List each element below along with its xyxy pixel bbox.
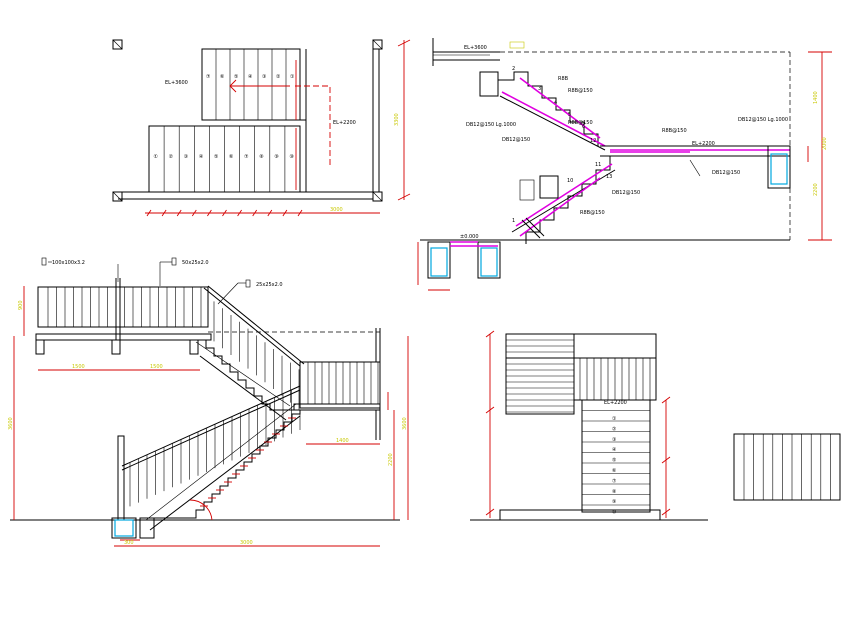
rebar-label: DB12@150 Lg.1000 [466,122,516,128]
rebar-label: DB12@150 [712,170,740,176]
end-step-number: ③ [612,437,616,443]
end-step-number: ⑥ [612,468,617,474]
dim-tick [661,396,671,404]
svg-text:1400: 1400 [813,91,819,104]
upper-step-number: ① [290,74,295,80]
upper-flight [201,48,301,121]
lower-step-number: ⑦ [244,154,249,160]
section-el-base: ±0.000 [460,234,479,240]
dim-tick [485,406,495,414]
dim-bottom: 3000 [240,540,253,546]
stair-section: EL+3600 EL+2200 ±0.000 [417,38,832,291]
bar-mark: 11 [595,162,601,168]
upper-step-number: ② [276,74,281,80]
svg-text:3600: 3600 [8,417,14,430]
end-step-number: ⑧ [612,489,617,495]
bar-mark: 6 [582,124,585,130]
plan-dim-total: 3000 [330,207,343,213]
upper-step-number: ⑥ [220,74,225,80]
upper-step-number: ③ [262,74,266,80]
bar-mark: 13 [606,174,612,180]
end-step-number: ④ [612,447,617,453]
end-step-number: ⑦ [612,478,617,484]
dim-tick [146,209,152,217]
svg-text:3300: 3300 [394,113,400,126]
end-step-number: ② [612,426,617,432]
end-step-number: ① [612,416,617,422]
dim-left: 1500 [72,364,85,370]
end-step-number: ⑨ [612,499,616,505]
rebar-label: R8B@150 [568,88,593,94]
dim-tick [237,209,242,217]
lower-step-number: ② [169,154,174,160]
dim-tick [191,209,197,217]
lower-step-number: ④ [199,154,204,160]
dim-tick [207,209,212,217]
callout-rail: 50x25x2.0 [182,260,209,266]
stair-elevation: 100x100x3.2 50x25x2.0 25x25x2.0 [8,257,409,547]
svg-text:2200: 2200 [813,183,819,196]
callout-baluster: 25x25x2.0 [256,282,283,288]
section-el-landing: EL+2200 [692,141,715,147]
callout-post: 100x100x3.2 [52,260,85,266]
end-step-number: ⑩ [612,510,617,516]
bar-mark: 4 [554,100,557,106]
lower-step-number: ① [154,154,159,160]
bar-mark: 2 [512,66,515,72]
rebar-label: R8B@150 [662,128,687,134]
bar-mark: 5 [568,112,571,118]
dim-tick [661,456,671,464]
end-el-landing: EL+2200 [604,400,627,406]
svg-text:300: 300 [124,540,134,546]
lower-step-number: ③ [184,154,188,160]
dim-tick [267,209,273,217]
dim-tick [222,209,227,217]
end-step-number: ⑤ [612,458,616,464]
lower-step-number: ⑨ [274,154,278,160]
stair-plan: EL+3600 EL+2200 3000 3300 ⑦ ⑥ ⑤ ④ ③ ② ① ① ② ③ ④ ⑤ ⑥ ⑦… [112,39,411,217]
upper-step-number: ⑦ [206,74,211,80]
rebar-label: R8B@150 [580,210,605,216]
svg-text:900: 900 [18,300,24,310]
dim-right: 1500 [150,364,163,370]
dim-tick [297,209,303,217]
dim-tick [485,330,495,338]
lower-step-number: ⑧ [259,154,264,160]
section-el-top: EL+3600 [464,45,487,51]
rebar-label: R8B@150 [568,120,593,126]
dim-tick [252,209,258,217]
dim-tick [161,209,167,217]
rebar-label: DB12@150 [612,190,640,196]
dim-tick [661,508,671,516]
dim-tick [176,209,182,217]
upper-step-number: ⑤ [234,74,238,80]
bar-mark: 1 [512,218,515,224]
lower-step-number: ⑥ [229,154,234,160]
svg-text:2200: 2200 [388,453,394,466]
column-marker [112,39,123,50]
plan-elevation-mid: EL+2200 [333,120,356,126]
bar-mark: 3 [538,86,541,92]
svg-text:2000: 2000 [822,137,828,150]
svg-text:3600: 3600 [402,417,408,430]
rebar-label: R8B [558,76,569,82]
dim-tick [485,508,495,516]
plan-elevation-upper: EL+3600 [165,80,188,86]
rebar-label: DB12@150 Lg.1000 [738,117,788,123]
lower-step-number: ⑩ [289,154,294,160]
rebar-label: DB12@150 [502,137,530,143]
dim-landing: 1400 [336,438,349,444]
lower-step-number: ⑤ [214,154,218,160]
bar-mark: 10 [567,178,573,184]
upper-step-number: ④ [248,74,253,80]
stair-end-view: EL+2200 ① ② ③ ④ ⑤ ⑥ ⑦ ⑧ ⑨ ⑩ [470,330,841,521]
dim-tick [282,209,288,217]
bar-mark: 12 [590,138,596,144]
